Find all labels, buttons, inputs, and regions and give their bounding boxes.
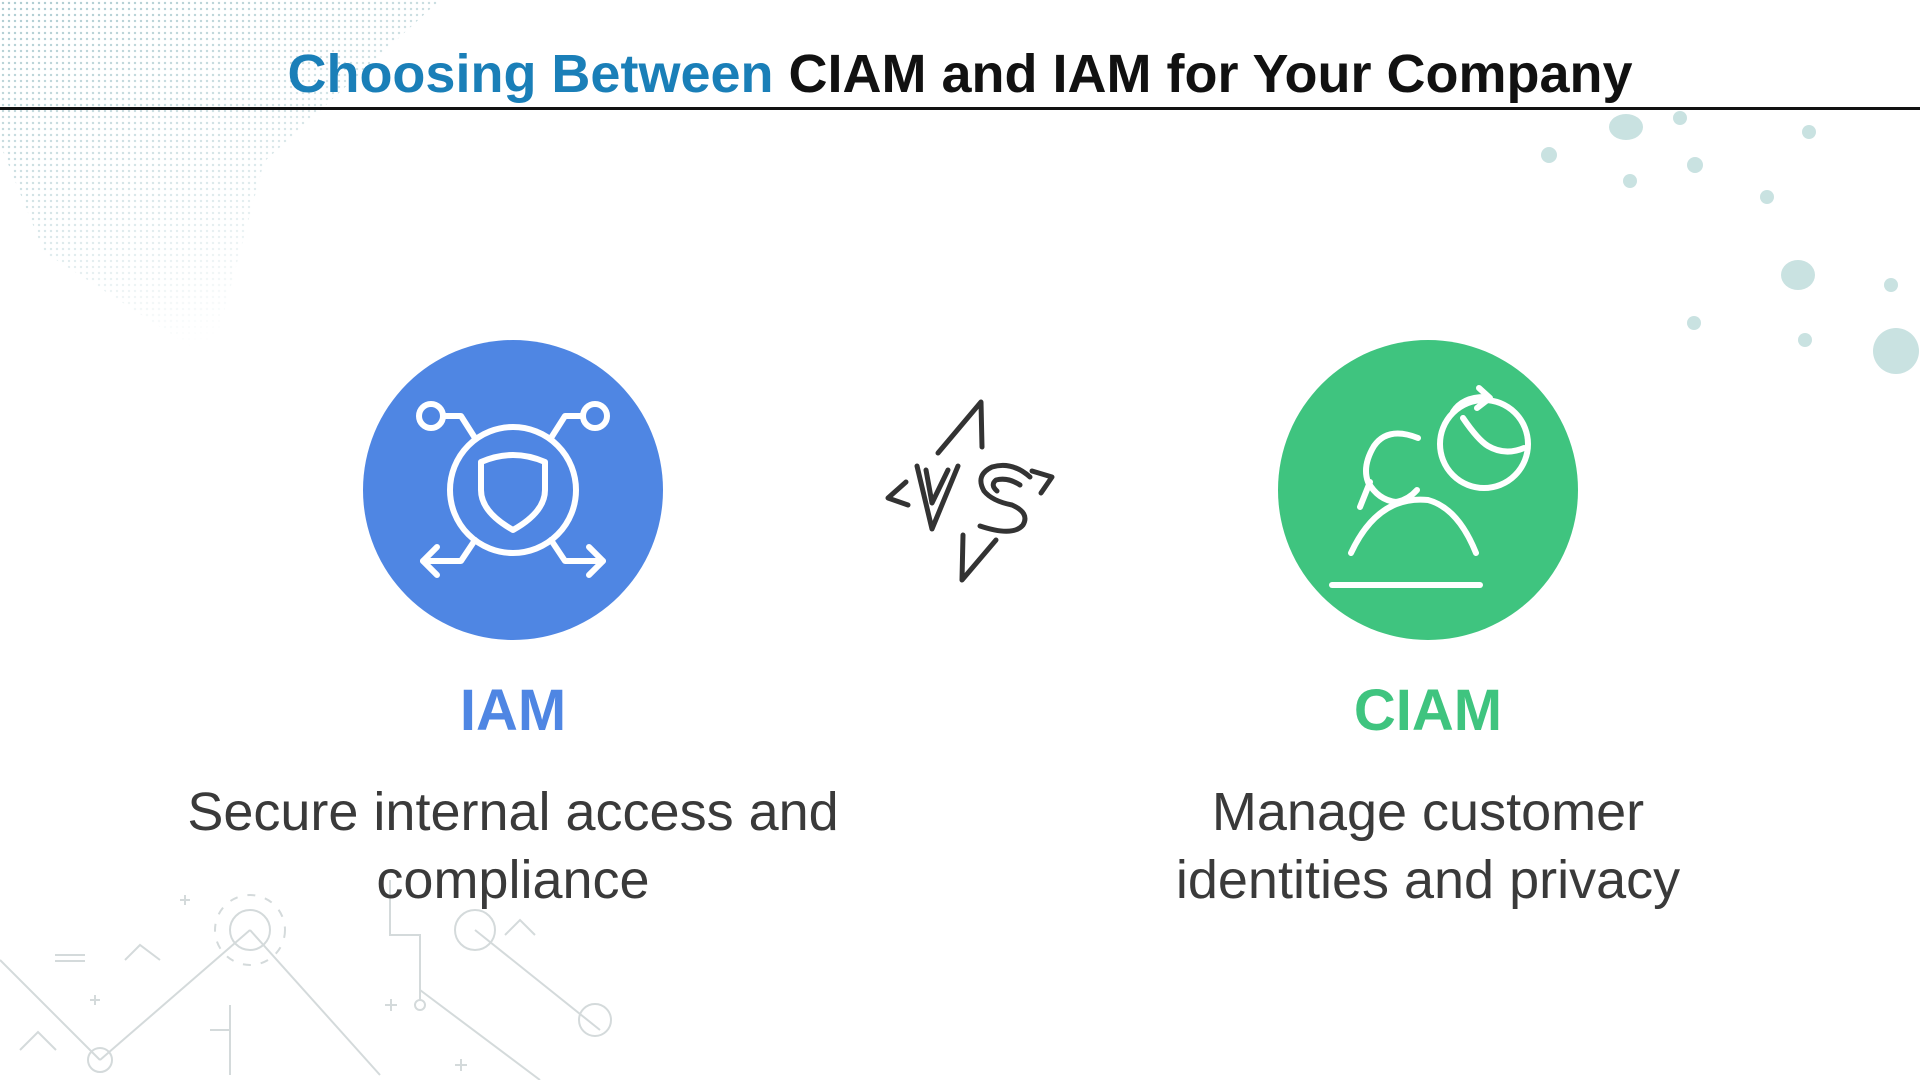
bubbles-decoration — [1541, 111, 1919, 374]
title-divider — [0, 107, 1920, 110]
ciam-description: Manage customer identities and privacy — [1068, 778, 1788, 914]
page-title: Choosing Between CIAM and IAM for Your C… — [0, 42, 1920, 106]
vs-lightning-icon — [885, 399, 1055, 583]
circuit-decoration — [0, 880, 612, 1080]
header: Choosing Between CIAM and IAM for Your C… — [0, 0, 1920, 110]
ciam-panel: CIAM Manage customer identities and priv… — [1068, 340, 1788, 914]
title-accent: Choosing Between — [287, 44, 774, 104]
title-main: CIAM and IAM for Your Company — [773, 44, 1633, 104]
ciam-icon-circle — [1278, 340, 1578, 640]
customer-identity-icon — [1329, 385, 1531, 588]
iam-description-line-2: compliance — [376, 850, 650, 910]
ciam-description-line-2: identities and privacy — [1175, 850, 1681, 910]
ciam-label: CIAM — [1353, 678, 1503, 743]
ciam-description-line-1: Manage customer — [1211, 782, 1645, 842]
iam-description-line-1: Secure internal access and — [187, 782, 839, 842]
shield-network-icon — [416, 401, 610, 578]
iam-description: Secure internal access and compliance — [153, 778, 873, 914]
iam-icon-circle — [363, 340, 663, 640]
iam-panel: IAM Secure internal access and complianc… — [153, 340, 873, 914]
iam-label: IAM — [459, 678, 567, 743]
